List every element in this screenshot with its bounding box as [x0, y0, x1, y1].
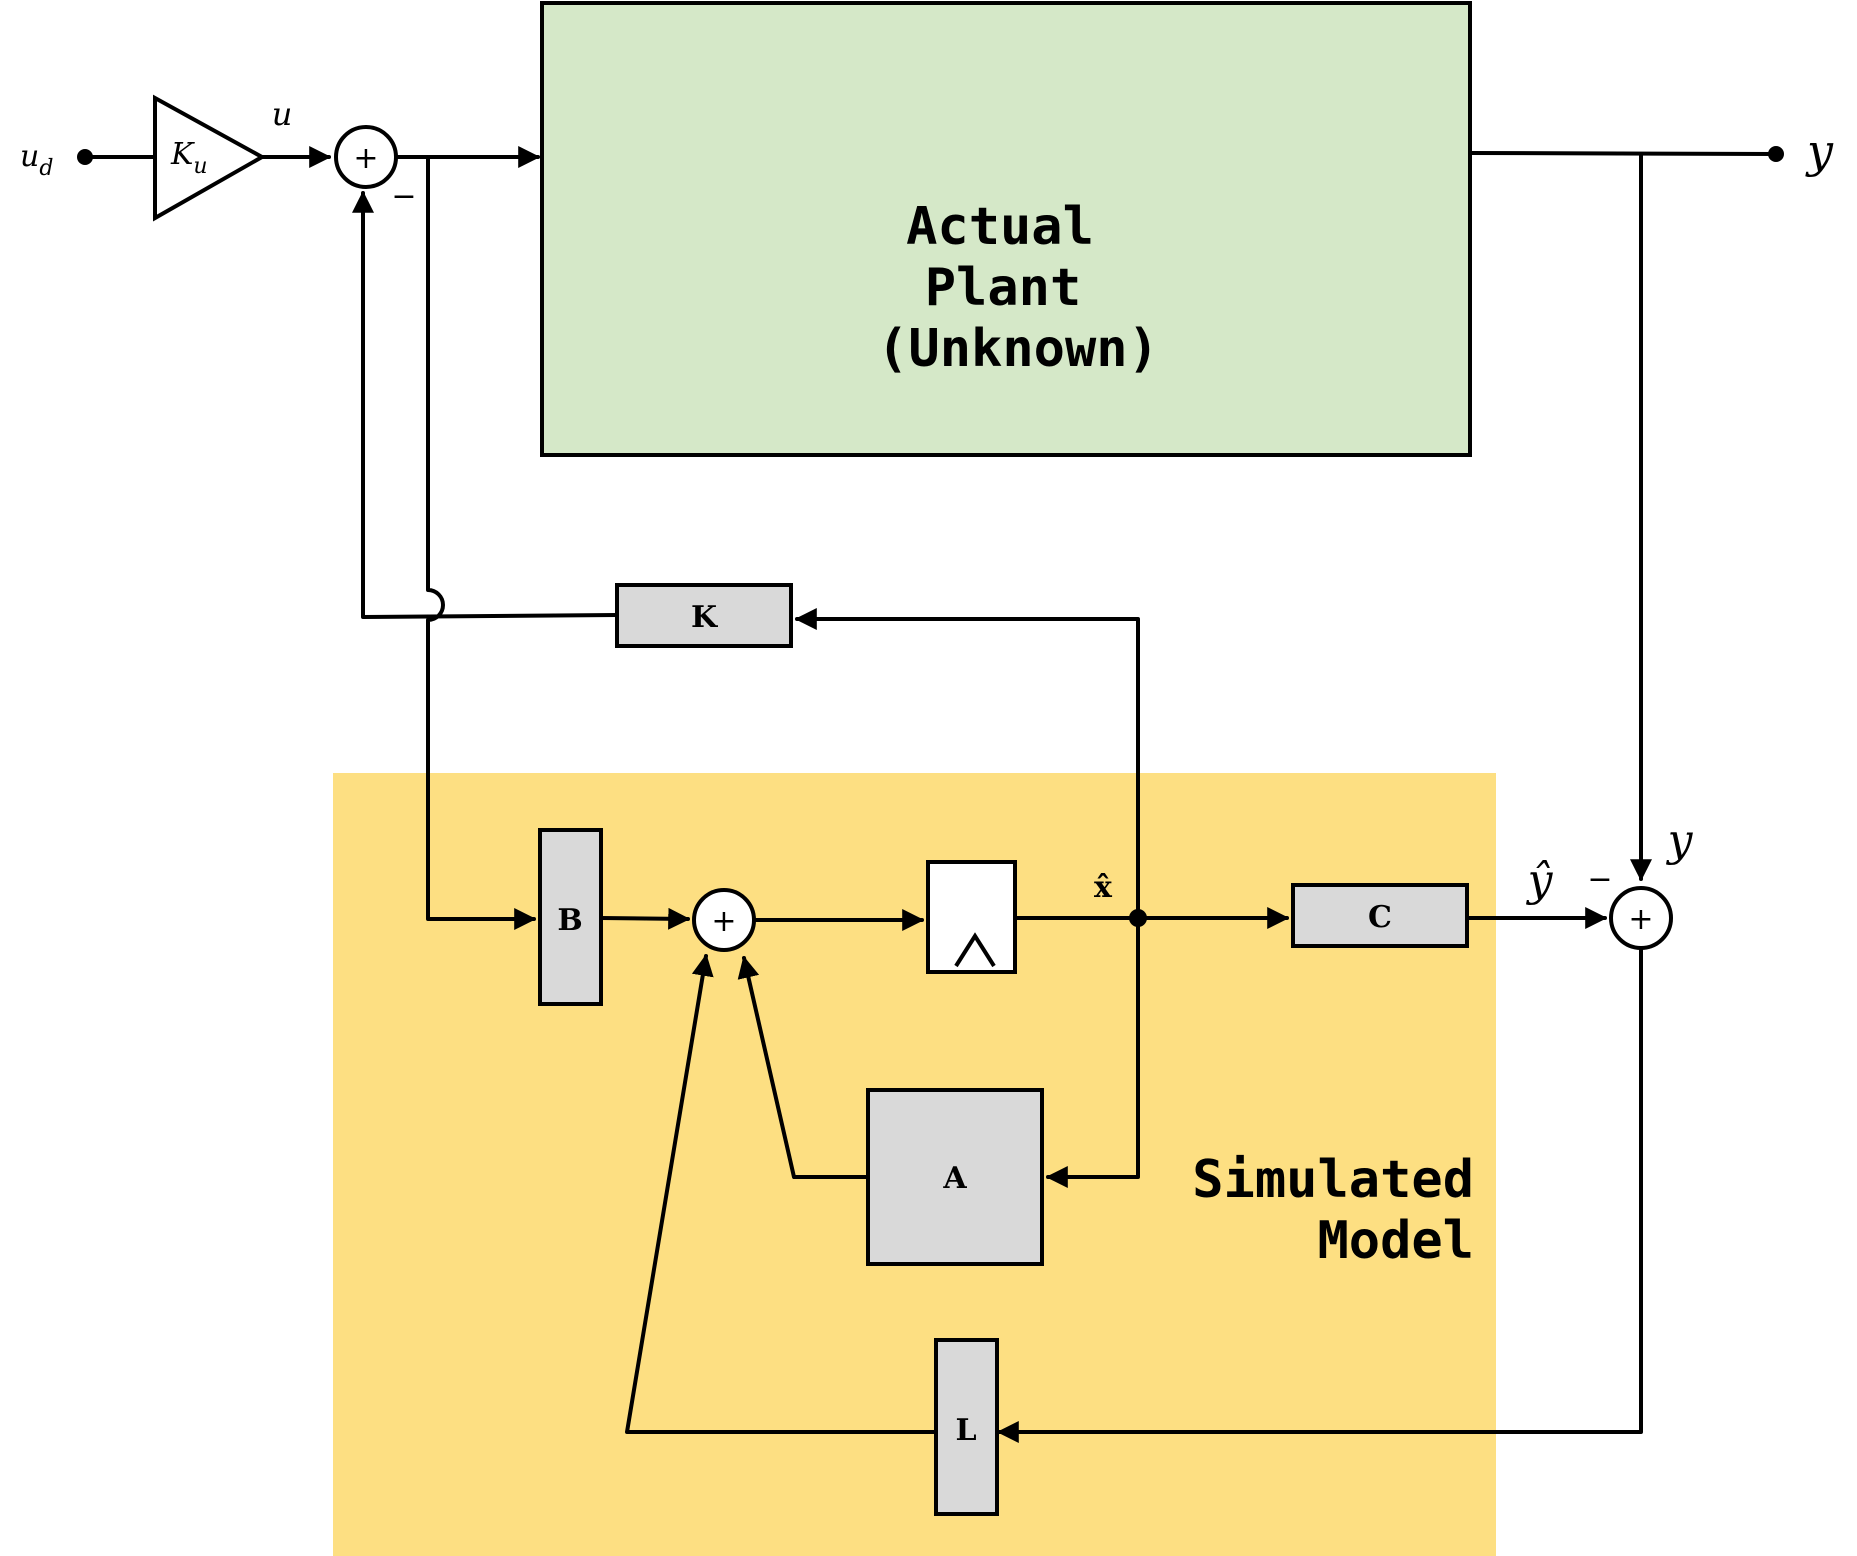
- output-matrix-c-block: [1291, 883, 1469, 948]
- gain-ku-triangle: [153, 94, 267, 222]
- observer-gain-l-label: L: [955, 1413, 976, 1448]
- model-label-line2: Model: [1317, 1211, 1474, 1271]
- gain-k-block: [615, 583, 793, 648]
- sum1-plus: +: [353, 141, 378, 176]
- input-matrix-b-label: B: [557, 903, 582, 938]
- wire-plant-to-y: [1468, 151, 1778, 156]
- output-matrix-c-label: C: [1368, 900, 1392, 935]
- observer-gain-l-block: [934, 1338, 999, 1516]
- wire-a-to-sum3: [737, 955, 870, 1179]
- yhat-label: ŷ: [1526, 855, 1554, 906]
- wire-l-to-sum3: [625, 953, 938, 1434]
- gain-ku-sub: u: [193, 154, 207, 179]
- wire-b-to-sum3: [599, 907, 691, 930]
- sum1-minus: −: [391, 179, 416, 214]
- u-signal-label: u: [272, 95, 293, 133]
- sum2-minus: −: [1587, 862, 1612, 897]
- gain-ku-label: Ku: [170, 137, 208, 179]
- gain-k-label: K: [691, 600, 718, 635]
- output-terminal-dot: [1768, 146, 1784, 162]
- integrator-block: [926, 860, 1017, 974]
- wire-k-to-sum1: [352, 190, 619, 619]
- wire-sum2-to-l: [996, 946, 1643, 1443]
- integrator-triangle-icon: [954, 932, 996, 968]
- wire-xhat-to-a: [1045, 916, 1140, 1188]
- sum3-plus: +: [711, 904, 736, 939]
- plant-label-line3: (Unknown): [877, 319, 1159, 379]
- ud-sub: d: [39, 156, 53, 181]
- input-ud-label: ud: [20, 139, 53, 181]
- plant-label-line1: Actual: [906, 197, 1094, 257]
- ud-base: u: [20, 139, 39, 174]
- model-label-line1: Simulated: [1192, 1150, 1474, 1210]
- gain-ku-base: K: [170, 137, 195, 172]
- xhat-label: x̂: [1094, 870, 1113, 905]
- state-matrix-a-label: A: [942, 1161, 967, 1196]
- sum2-plus: +: [1628, 902, 1653, 937]
- wire-u-down-to-b: [426, 155, 537, 930]
- output-y-label: y: [1805, 124, 1834, 178]
- state-matrix-a-block: [866, 1088, 1044, 1266]
- sum2-y-label: y: [1666, 815, 1694, 866]
- wire-xhat-to-k: [794, 608, 1140, 920]
- actual-plant-block: [540, 1, 1472, 457]
- plant-label-line2: Plant: [925, 258, 1082, 318]
